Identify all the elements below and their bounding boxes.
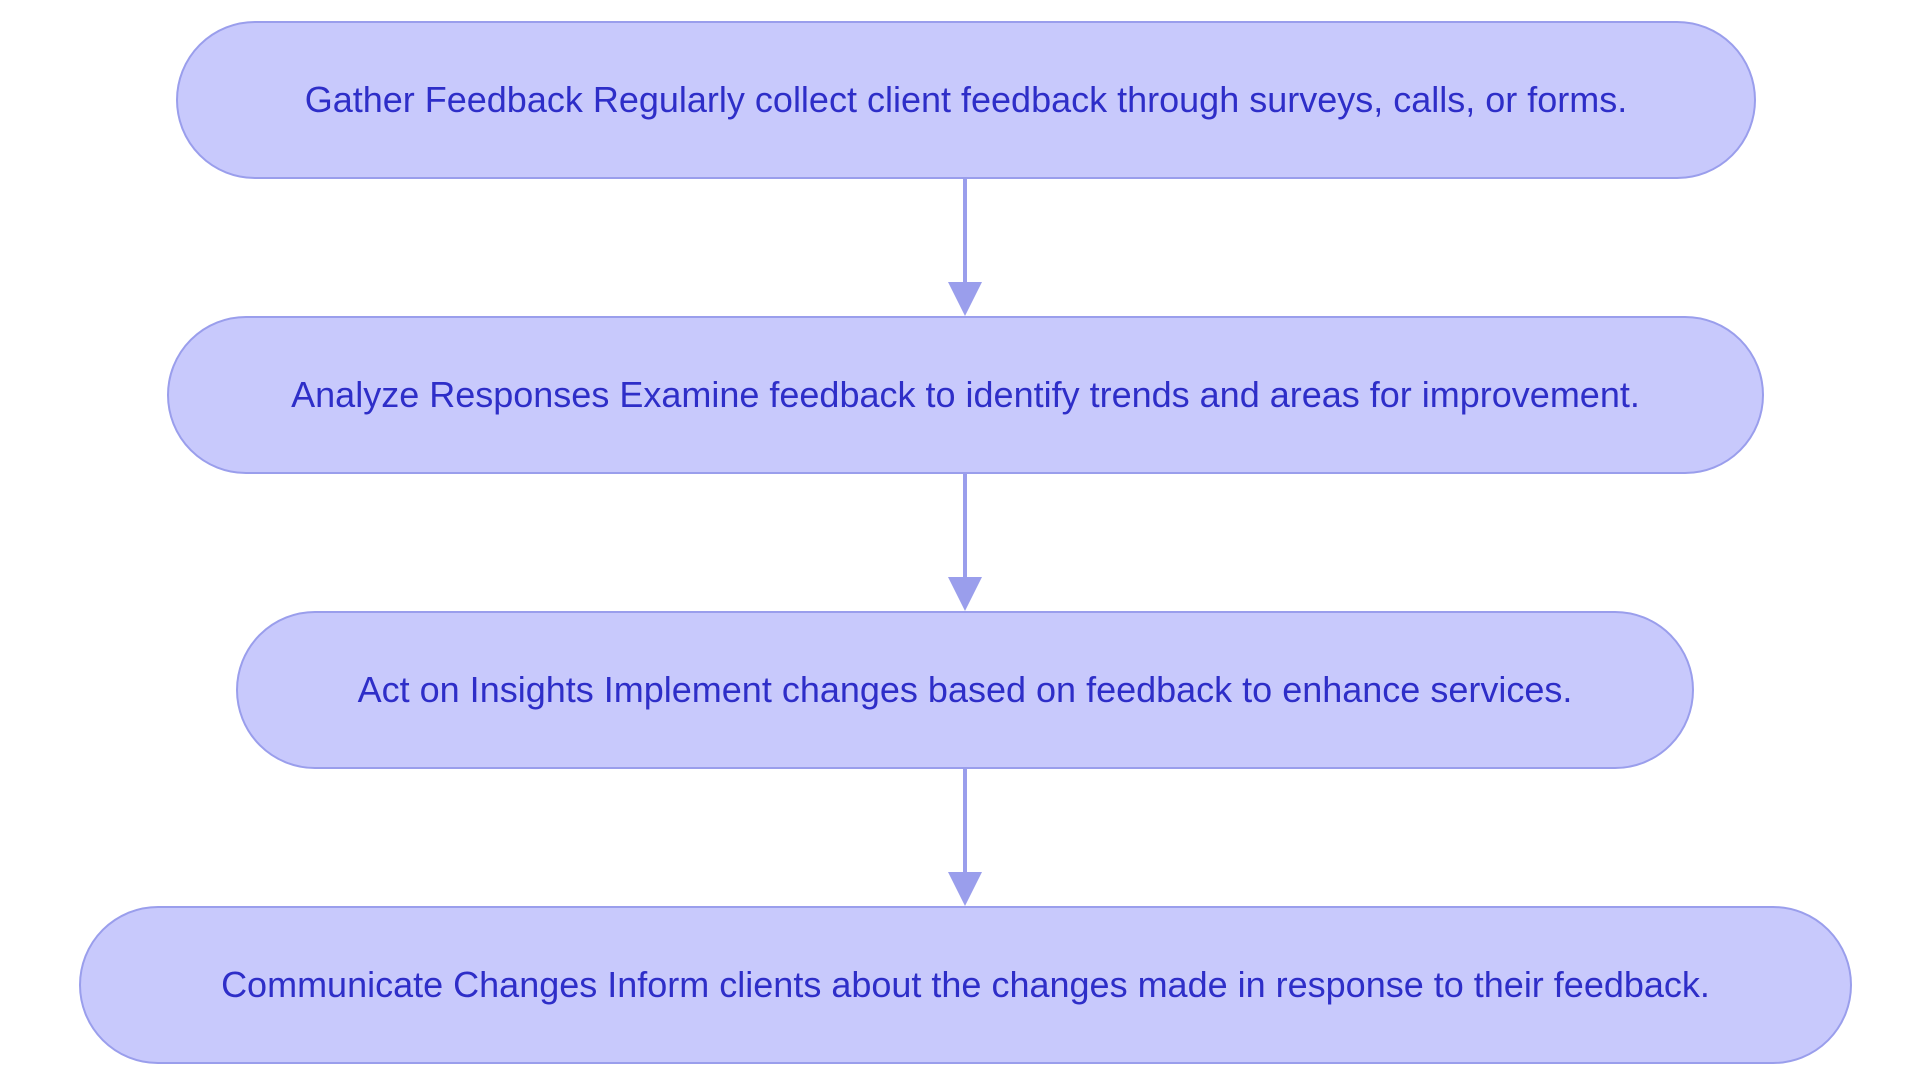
edge-analyze-to-act [948,474,982,611]
arrowhead-icon [948,872,982,906]
edge-act-to-communicate [948,769,982,906]
node-analyze-responses: Analyze Responses Examine feedback to id… [167,316,1764,474]
node-act-on-insights: Act on Insights Implement changes based … [236,611,1694,769]
node-gather-feedback: Gather Feedback Regularly collect client… [176,21,1756,179]
edge-gather-to-analyze [948,179,982,316]
node-communicate-changes: Communicate Changes Inform clients about… [79,906,1852,1064]
arrowhead-icon [948,282,982,316]
arrowhead-icon [948,577,982,611]
